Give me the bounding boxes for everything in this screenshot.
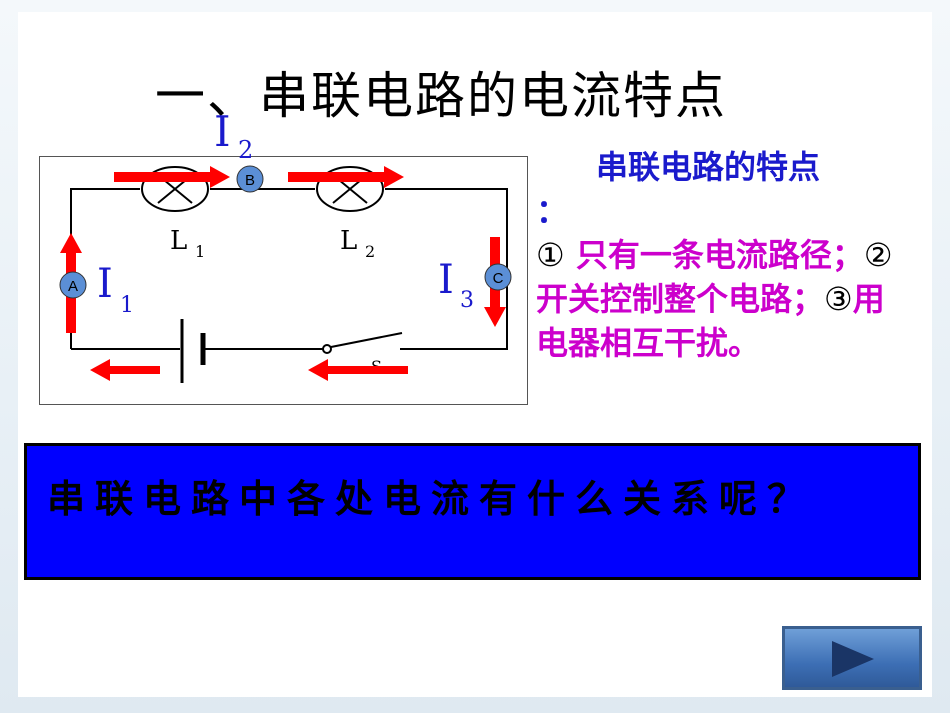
item-1-mark: ① — [536, 236, 565, 274]
series-features: 串联电路的特点 ： ① 只有一条电流路径；② 开关控制整个电路；③用电器相互干扰。 — [536, 145, 896, 365]
ammeter-b-icon: B — [236, 165, 264, 193]
ammeter-a-icon: A — [59, 271, 87, 299]
feature-item-2: 开关控制整个电路； — [536, 280, 825, 318]
features-heading: 串联电路的特点 — [596, 148, 821, 186]
ammeter-b-label: B — [245, 172, 255, 189]
next-slide-button[interactable] — [782, 626, 922, 690]
page-title: 一、串联电路的电流特点 — [155, 67, 727, 125]
switch-icon — [322, 332, 403, 354]
arrow-top-right-icon — [288, 166, 404, 188]
lamp-2-label: L — [340, 226, 357, 256]
current-3-label: I — [438, 257, 454, 303]
circuit-diagram: S L 1 L 2 A — [39, 156, 528, 405]
question-banner: 串联电路中各处电流有什么关系呢？ — [24, 443, 921, 580]
feature-item-1: 只有一条电流路径； — [564, 236, 864, 274]
arrow-bottom-left-icon — [90, 359, 160, 381]
feature-item-3: 用电器相互干扰。 — [536, 280, 885, 362]
arrow-bottom-right-icon — [308, 359, 408, 381]
current-2-svg: I 2 — [214, 107, 253, 164]
ammeter-a-label: A — [68, 278, 78, 295]
ammeter-c-icon: C — [484, 263, 512, 291]
ammeter-c-label: C — [493, 270, 504, 287]
current-2-subscript: 2 — [238, 136, 253, 164]
current-2-label: I — [214, 107, 231, 156]
item-2-mark: ② — [863, 236, 893, 274]
features-colon: ： — [536, 192, 569, 230]
circuit-svg: S L 1 L 2 A — [59, 165, 512, 383]
lamp-2-subscript: 2 — [365, 242, 375, 261]
item-3-mark: ③ — [824, 280, 853, 318]
current-1-subscript: 1 — [120, 293, 134, 318]
lamp-1-label: L — [170, 226, 187, 256]
play-triangle-icon — [832, 641, 874, 677]
lamp-1-subscript: 1 — [195, 242, 205, 261]
arrow-top-left-icon — [114, 166, 230, 188]
battery-icon — [180, 319, 206, 383]
current-1-label: I — [97, 261, 113, 307]
features-body: ① 只有一条电流路径；② 开关控制整个电路；③用电器相互干扰。 — [536, 233, 896, 365]
question-text: 串联电路中各处电流有什么关系呢？ — [47, 476, 816, 521]
current-3-subscript: 3 — [460, 288, 474, 313]
